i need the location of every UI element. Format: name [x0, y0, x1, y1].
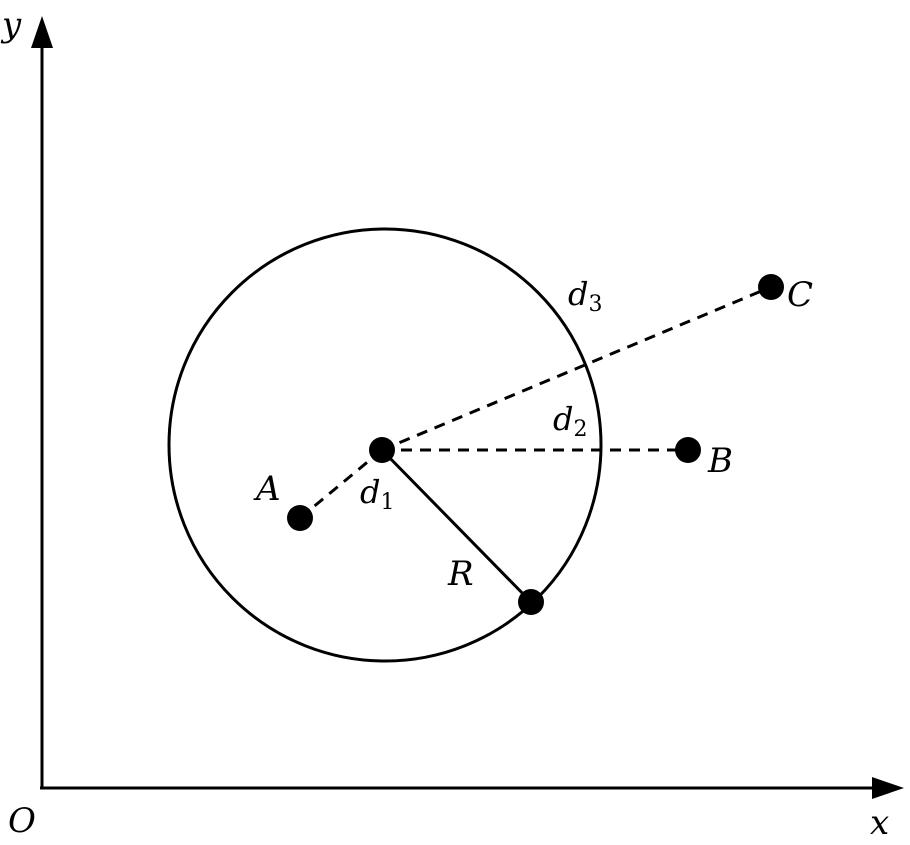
- center-point: [369, 437, 395, 463]
- x-axis-label: x: [870, 803, 889, 843]
- d1-label-sub: 1: [380, 490, 394, 515]
- point-b-label: B: [707, 441, 733, 481]
- d1-label-base: d: [360, 473, 380, 511]
- d3-label-base: d: [568, 275, 588, 313]
- d2-label: d2: [553, 400, 587, 442]
- point-b: [675, 437, 701, 463]
- radius-line: [380, 448, 533, 604]
- point-a-label: A: [253, 469, 281, 509]
- radius-end-point: [518, 589, 544, 615]
- d2-label-sub: 2: [573, 417, 587, 442]
- axes: [31, 16, 904, 799]
- radius-label: R: [447, 554, 474, 594]
- point-c: [758, 274, 784, 300]
- y-axis-arrow-icon: [31, 16, 53, 48]
- x-axis-arrow-icon: [872, 777, 904, 799]
- origin-label: O: [8, 801, 36, 841]
- d3-label-sub: 3: [588, 292, 602, 317]
- d1-label: d1: [360, 473, 394, 515]
- point-a: [287, 505, 313, 531]
- d3-label: d3: [568, 275, 602, 317]
- point-c-label: C: [787, 275, 813, 315]
- coverage-circle: [167, 227, 603, 663]
- y-axis-label: y: [0, 5, 22, 45]
- distance-line-d3: [381, 285, 772, 452]
- d2-label-base: d: [553, 400, 573, 438]
